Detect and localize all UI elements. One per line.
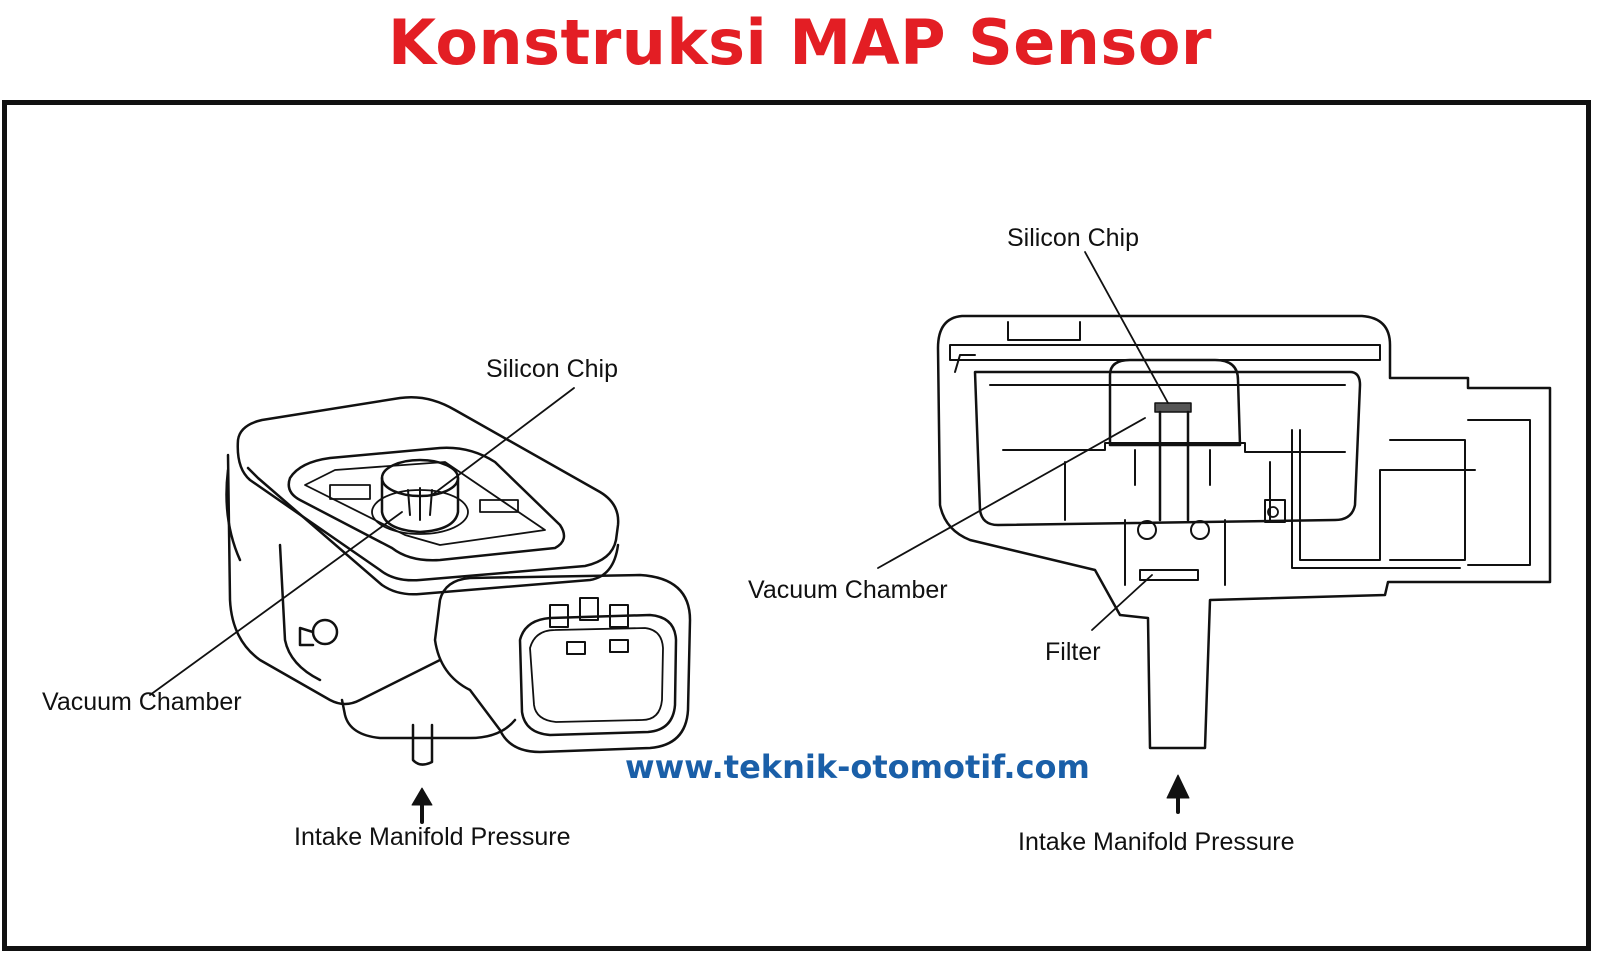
left-intake-pressure-label: Intake Manifold Pressure [294, 823, 571, 851]
sensor-body [226, 453, 442, 706]
sensor-top-cover [236, 396, 620, 582]
left-silicon-chip-leader [431, 387, 575, 496]
right-silicon-chip-label: Silicon Chip [1007, 224, 1140, 252]
right-vacuum-chamber-label: Vacuum Chamber [748, 576, 948, 604]
page-title: Konstruksi MAP Sensor [387, 6, 1213, 79]
silicon-chip-element [1154, 402, 1192, 413]
filter-label: Filter [1045, 638, 1101, 666]
filter-element [1139, 569, 1199, 581]
right-sensor-cross-section [877, 251, 1552, 814]
mount-bolt [311, 618, 339, 646]
connector-housing [433, 573, 692, 754]
right-intake-pressure-label: Intake Manifold Pressure [1018, 828, 1295, 856]
vacuum-chamber-cavity [973, 370, 1362, 527]
pressure-nipple [411, 723, 434, 766]
right-silicon-chip-leader [1084, 251, 1169, 404]
left-vacuum-chamber-leader [149, 511, 403, 696]
left-sensor-illustration [149, 387, 692, 824]
left-silicon-chip-label: Silicon Chip [486, 355, 619, 383]
sensor-recess [287, 446, 566, 562]
left-vacuum-chamber-label: Vacuum Chamber [42, 688, 242, 716]
right-vacuum-chamber-leader [877, 417, 1146, 569]
o-ring [1190, 520, 1210, 540]
filter-leader [1091, 574, 1153, 631]
diagram-frame [2, 100, 1591, 951]
housing-outline [936, 314, 1552, 750]
o-ring [1137, 520, 1157, 540]
watermark-url: www.teknik-otomotif.com [625, 748, 1090, 786]
chip-dome [1108, 358, 1242, 447]
